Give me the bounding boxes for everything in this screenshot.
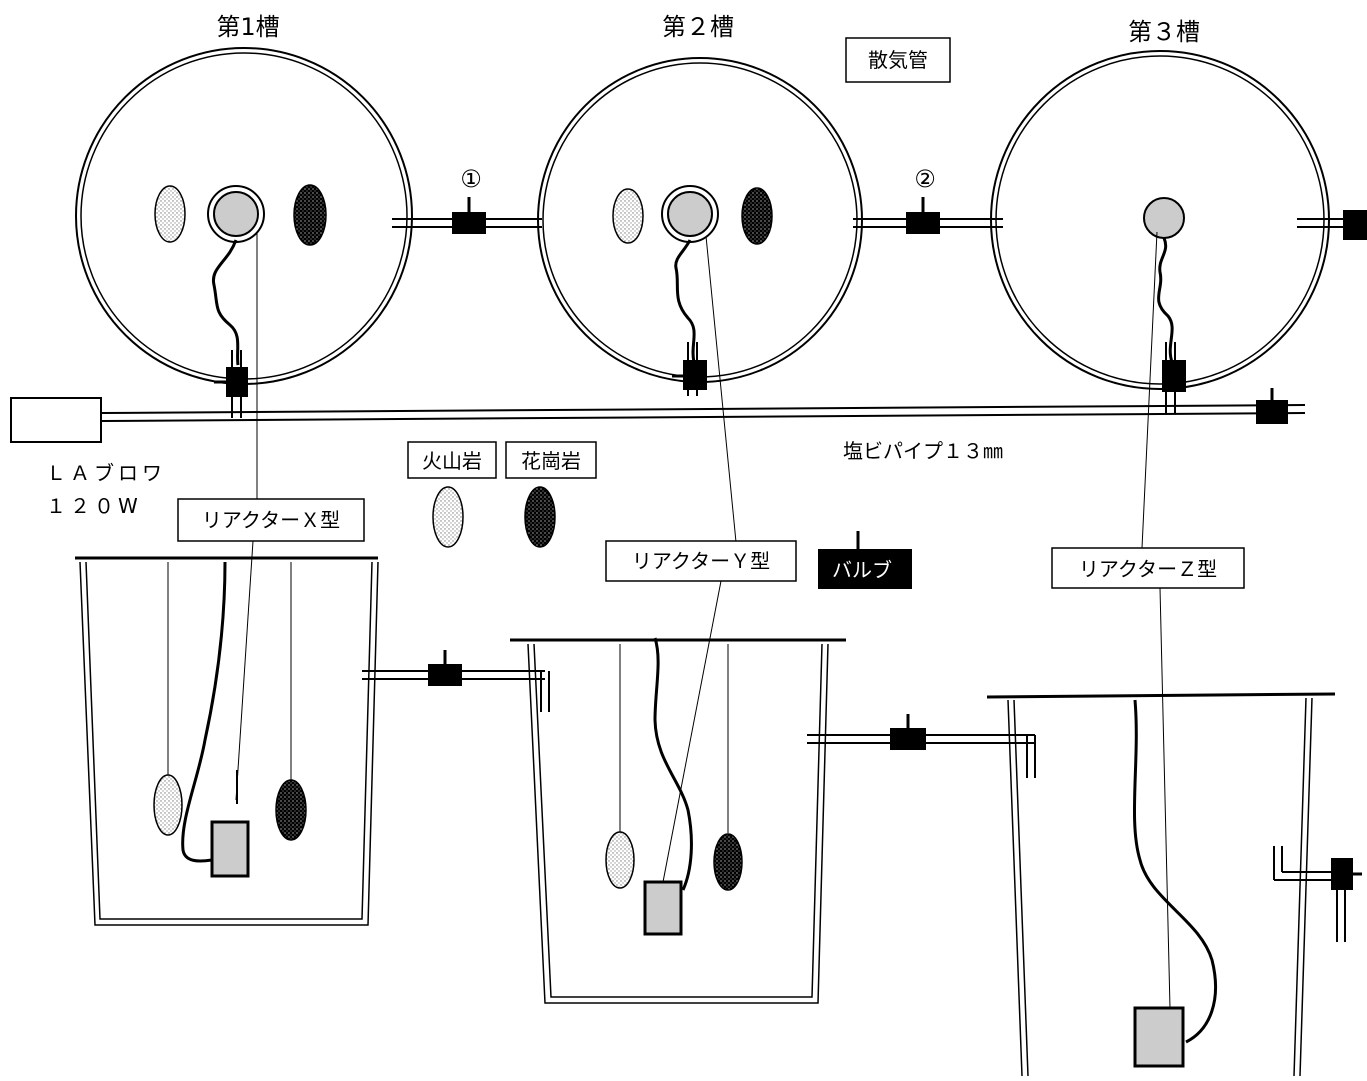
reactor-y-label: リアクターＹ型 <box>632 549 770 573</box>
reactor-x-top <box>213 191 259 237</box>
leader-lines <box>235 231 1171 1009</box>
outlet-pipe-3-top <box>1297 210 1367 240</box>
tank-2-side-view <box>510 637 846 1004</box>
air-drop-tank-1 <box>214 350 248 418</box>
reactor-z-label-box: リアクターＺ型 <box>1051 547 1245 589</box>
reactor-x-label-box: リアクターＸ型 <box>177 498 365 542</box>
granite-2-side <box>713 833 743 891</box>
volcanic-rock-2-top <box>612 188 644 244</box>
legend-volcanic-rock: 火山岩 <box>407 441 497 548</box>
volcanic-rock-1-side <box>153 774 183 836</box>
overflow-pipe-2-3-top <box>853 197 1003 234</box>
tank-1-top-view <box>75 47 413 385</box>
blower-label-line2: １２０W <box>46 494 142 518</box>
legend-valve: バルブ <box>818 531 912 589</box>
pipe-label: 塩ビパイプ１３㎜ <box>843 439 1003 463</box>
tank-2-title: 第２槽 <box>662 13 734 41</box>
tank-3-title: 第３槽 <box>1128 18 1200 46</box>
tank-3-top-view <box>990 50 1330 390</box>
side-pipe-2-3 <box>807 714 1036 778</box>
legend-volcanic-rock-label: 火山岩 <box>422 449 482 473</box>
tank-2-top-view <box>537 57 863 383</box>
granite-1-side <box>275 779 307 841</box>
volcanic-rock-2-side <box>605 831 635 889</box>
reactor-z-side <box>1133 1006 1185 1068</box>
air-drop-tank-2 <box>672 342 707 396</box>
legend-valve-label: バルブ <box>832 558 892 582</box>
legend-diffuser-label: 散気管 <box>868 48 928 72</box>
connection-1-label: ① <box>460 165 482 193</box>
reactor-z-label: リアクターＺ型 <box>1079 557 1217 581</box>
tank-1-title: 第1槽 <box>216 13 279 41</box>
reactor-x-side <box>210 820 250 878</box>
reactor-y-top <box>667 191 713 237</box>
tank-3-side-view <box>986 692 1362 1077</box>
legend-granite-label: 花崗岩 <box>521 449 581 473</box>
tank-1-side-view <box>75 556 379 926</box>
volcanic-rock-1-top <box>154 185 186 243</box>
blower-label-line1: ＬＡブロワ <box>46 461 166 485</box>
granite-1-top <box>293 184 327 246</box>
reactor-z-top <box>1143 197 1185 239</box>
reactor-y-side <box>643 880 683 936</box>
blower-box <box>10 397 102 443</box>
connection-2-label: ② <box>914 165 936 193</box>
air-drop-tank-3 <box>1162 342 1186 414</box>
reactor-y-label-box: リアクターＹ型 <box>605 540 797 582</box>
side-pipe-1-2 <box>362 650 550 712</box>
reactor-x-label: リアクターＸ型 <box>202 508 340 532</box>
main-air-pipe <box>101 388 1306 424</box>
overflow-pipe-1-2-top <box>392 197 542 234</box>
legend-granite: 花崗岩 <box>505 441 597 548</box>
granite-2-top <box>741 187 773 245</box>
legend-diffuser: 散気管 <box>845 37 951 83</box>
